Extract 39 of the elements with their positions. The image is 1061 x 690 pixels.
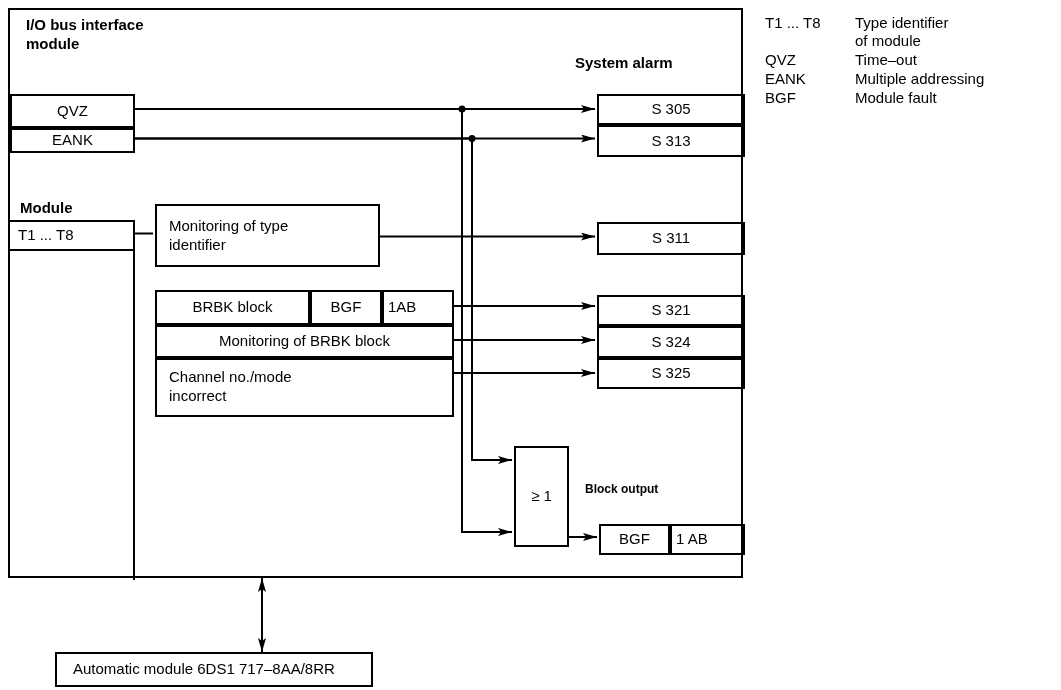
abbreviation-meaning: Module fault [855,89,938,107]
abbreviation: QVZ [765,51,797,69]
label-box: Monitoring of BRBK block [155,325,454,358]
abbreviation-meaning: Time–out [855,51,918,69]
label-box: 1 AB [670,524,745,555]
module-heading: I/O bus interface module [26,16,145,54]
label-box: Channel no./mode incorrect [155,358,454,417]
connector-arrow [377,232,596,241]
label-box: S 311 [597,222,745,255]
abbreviation-meaning: Multiple addressing [855,70,986,88]
label-box: T1 ... T8 [10,222,135,251]
connector-arrow [451,302,596,310]
column-heading: System alarm [575,53,673,73]
label-box: S 305 [597,94,745,125]
label-box: S 324 [597,326,745,358]
label-box: EANK [10,128,135,153]
abbreviation-meaning: Type identifier of module [855,14,950,50]
abbreviation: BGF [765,89,797,107]
output-heading: Block output [585,481,659,498]
abbreviation: T1 ... T8 [765,14,822,33]
label-box: BGF [599,524,670,555]
abbreviation: EANK [765,70,807,88]
module-heading: Module [20,198,73,218]
connector-arrow [566,533,598,541]
or-gate-box: ≥ 1 [514,446,569,547]
connector-arrow [258,577,266,653]
label-box: Monitoring of type identifier [155,204,380,267]
connector-arrow [451,336,596,344]
connector-arrow [451,369,596,377]
connector-arrow [132,137,513,464]
interface-module-frame [8,8,743,578]
label-box: Automatic module 6DS1 717–8AA/8RR [55,652,373,687]
label-box: S 321 [597,295,745,326]
label-box: BGF [310,290,382,325]
label-box: QVZ [10,94,135,128]
label-box: S 313 [597,125,745,157]
label-box: S 325 [597,358,745,389]
label-box: 1AB [382,290,454,325]
label-box: BRBK block [155,290,310,325]
